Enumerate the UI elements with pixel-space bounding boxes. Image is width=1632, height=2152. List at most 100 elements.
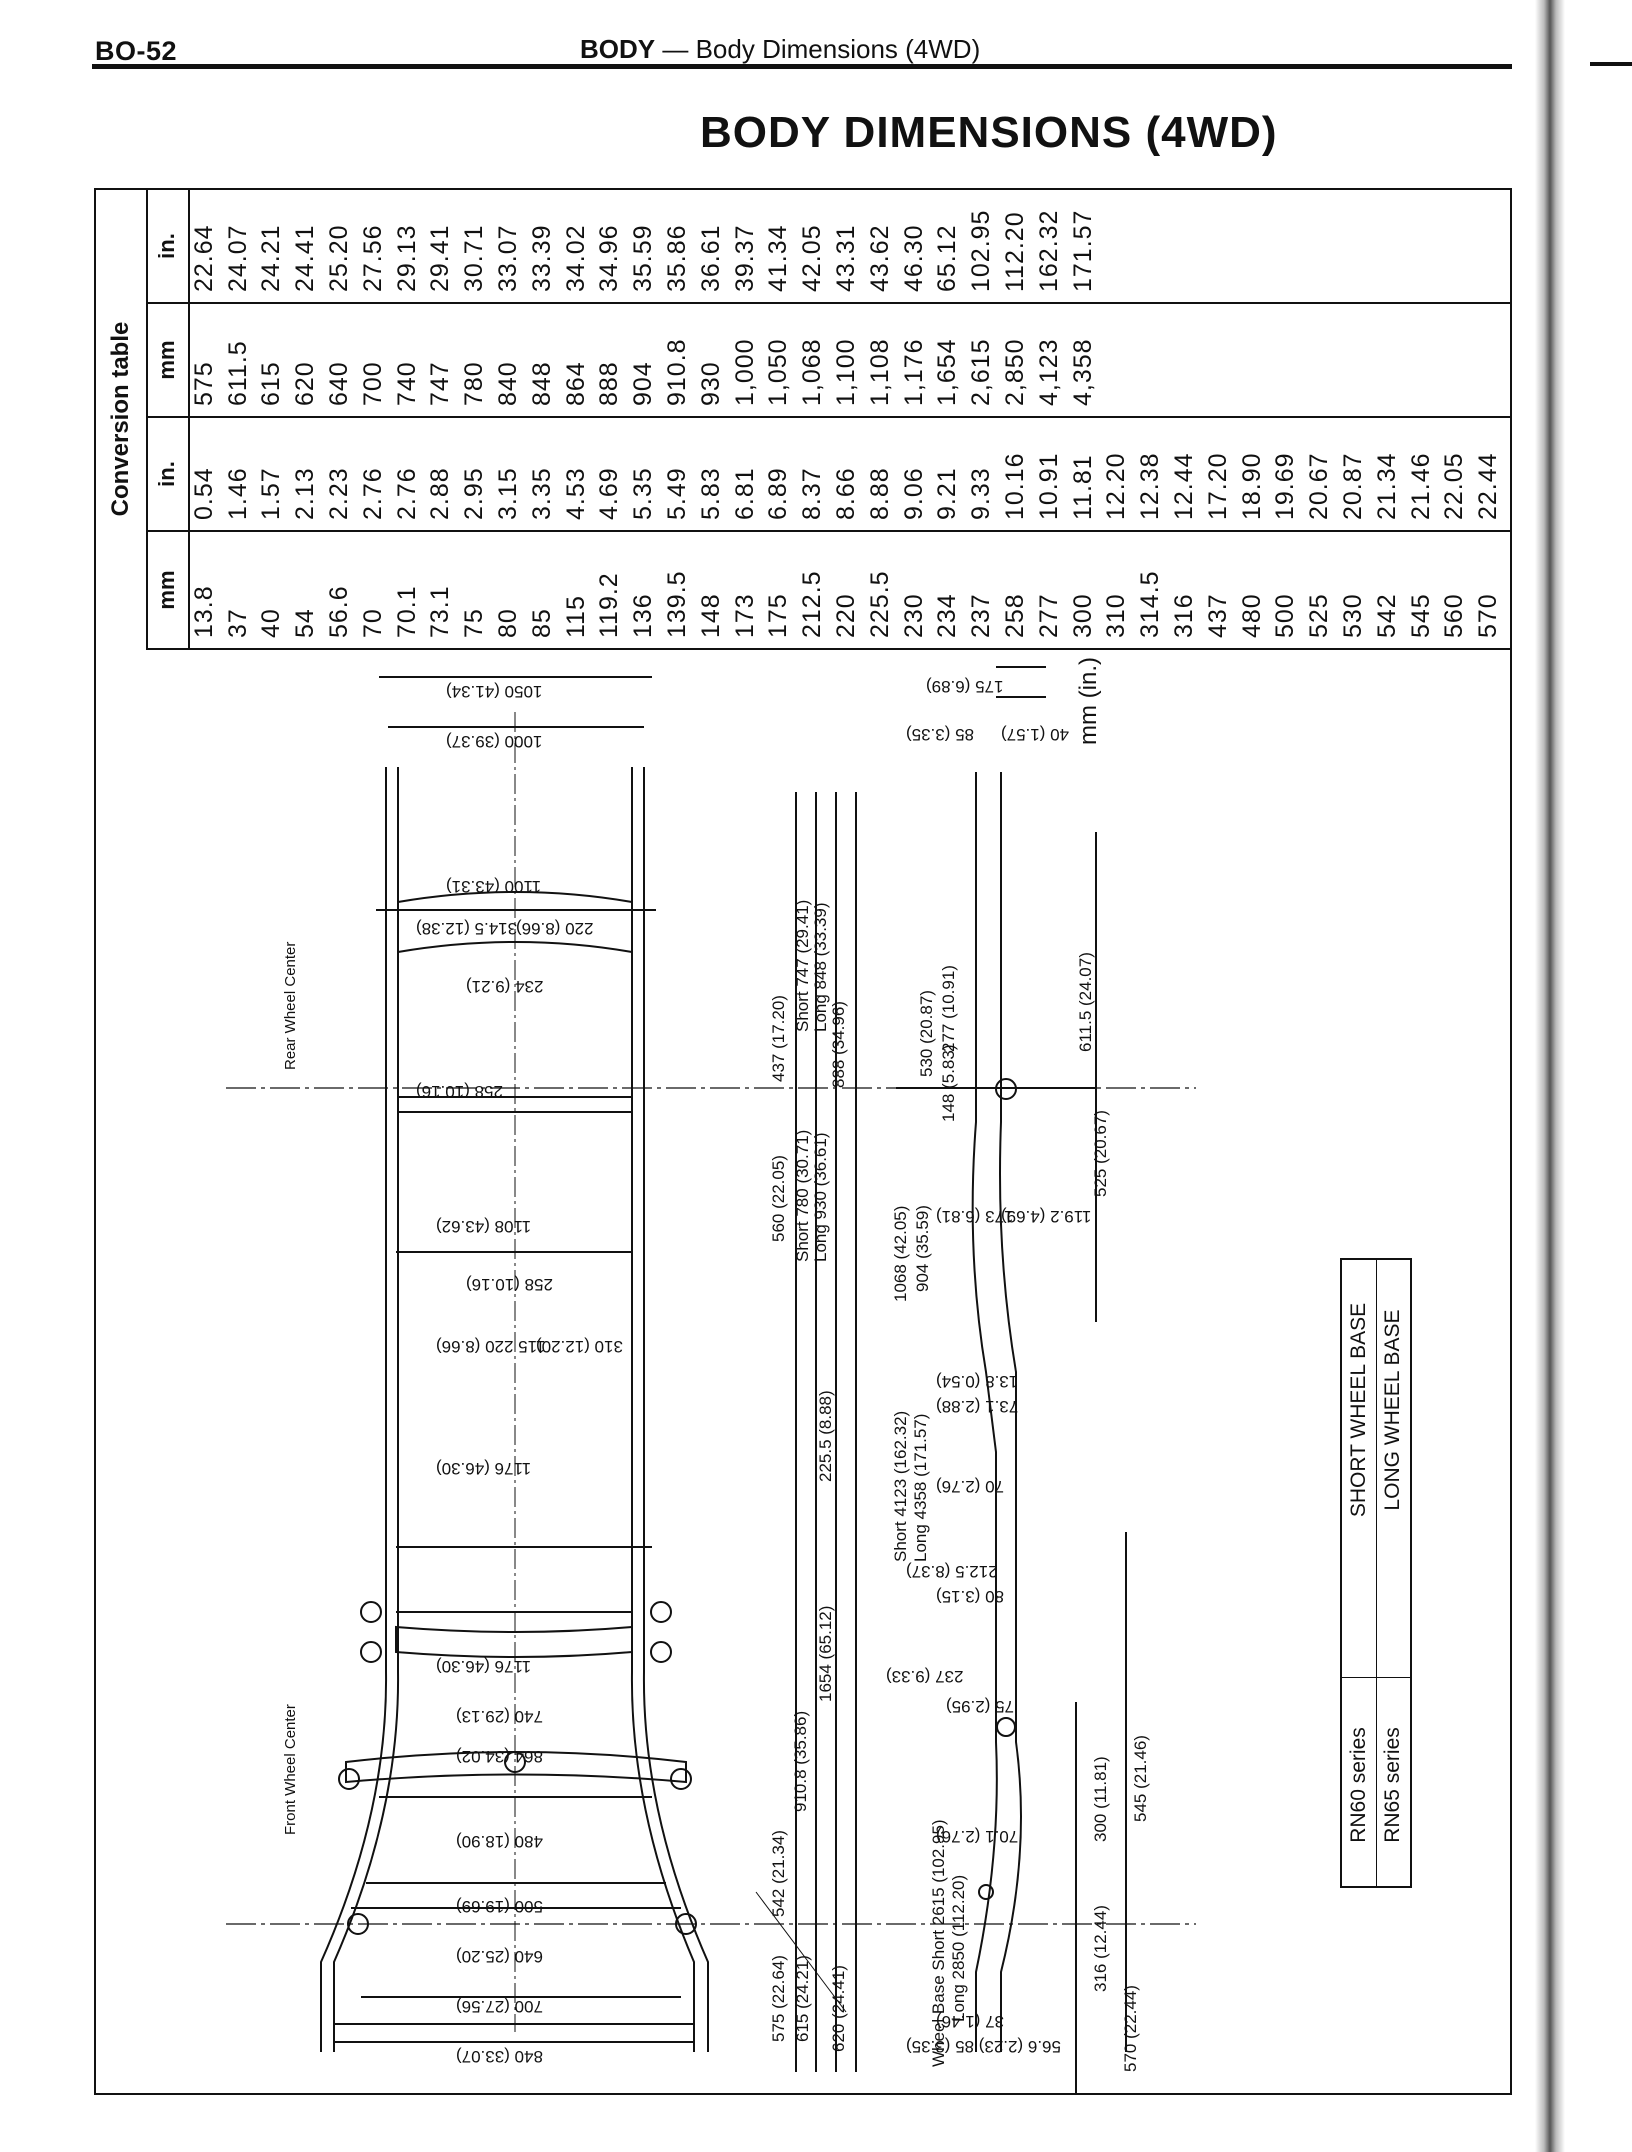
table-cell: 4,358 — [1069, 304, 1107, 416]
dim-label: 1176 (46.30) — [436, 1657, 531, 1676]
table-cell: 80 — [494, 532, 532, 648]
table-cell-value: 6.89 — [764, 467, 793, 520]
dim-label: Long 848 (33.39) — [811, 903, 830, 1033]
dim-label: 620 (24.41) — [829, 1965, 848, 2052]
dim-label: 480 (18.90) — [456, 1832, 543, 1851]
content-frame — [94, 188, 1512, 2095]
table-cell-value: 10.16 — [1001, 452, 1030, 520]
table-cell-value: 4.53 — [561, 467, 590, 520]
front-wheel-center-label: Front Wheel Center — [282, 1704, 299, 1835]
table-cell-value: 35.86 — [663, 224, 692, 292]
table-cell-value: 740 — [392, 361, 421, 406]
table-cell-value: 171.57 — [1068, 209, 1097, 292]
dim-label: 148 (5.83) — [939, 1045, 958, 1123]
page-number: BO-52 — [95, 36, 178, 66]
table-cell-value: 480 — [1237, 593, 1266, 638]
table-cell-value: 22.44 — [1474, 452, 1503, 520]
dim-label: 545 (21.46) — [1131, 1735, 1150, 1822]
table-cell-value: 864 — [561, 361, 590, 406]
table-cell-value: 75 — [460, 608, 489, 638]
dim-label: 70.1 (2.76) — [936, 1827, 1018, 1846]
table-cell-value: 930 — [696, 361, 725, 406]
table-cell: 112.20 — [1001, 190, 1039, 302]
table-cell: 700 — [359, 304, 397, 416]
front-crossmember — [345, 1751, 687, 1784]
table-cell-value: 2.88 — [426, 467, 455, 520]
table-cell-value: 119.2 — [595, 572, 624, 638]
dim-label: Long 2850 (112.20) — [949, 1875, 968, 2022]
table-cell-value: 136 — [629, 593, 658, 638]
table-cell-value: 575 — [189, 361, 218, 406]
table-cell-value: 2.95 — [460, 467, 489, 520]
table-cell-value: 1,176 — [899, 338, 928, 406]
table-cell-value: 37 — [223, 608, 252, 638]
table-cell-value: 4.69 — [595, 467, 624, 520]
table-cell-value: 139.5 — [663, 570, 692, 638]
table-cell-value: 2,850 — [1001, 338, 1030, 406]
table-cell-value: 700 — [358, 361, 387, 406]
table-cell: 162.32 — [1035, 190, 1073, 302]
table-cell-value: 33.39 — [527, 224, 556, 292]
dim-label: 212.5 (8.37) — [906, 1562, 998, 1581]
column-header-mm: mm — [154, 340, 179, 380]
table-cell-value: 70 — [358, 608, 387, 638]
table-cell-value: 848 — [527, 361, 556, 406]
table-cell: 4,123 — [1035, 304, 1073, 416]
table-cell-value: 5.49 — [663, 467, 692, 520]
dim-label: 258 (10.16) — [416, 1082, 503, 1101]
table-cell: 139.5 — [663, 532, 701, 648]
table-cell-value: 12.44 — [1170, 452, 1198, 520]
table-cell-value: 3.35 — [527, 467, 556, 520]
dim-label: 525 (20.67) — [1091, 1110, 1110, 1197]
table-cell-value: 780 — [460, 361, 489, 406]
wheelbase-legend: SHORT WHEEL BASE RN60 series LONG WHEEL … — [1340, 1258, 1412, 1888]
table-cell-value: 277 — [1034, 593, 1063, 638]
table-cell-value: 620 — [291, 361, 320, 406]
legend-series-rn65: RN65 series — [1381, 1727, 1404, 1843]
dim-label: 500 (19.69) — [456, 1897, 543, 1916]
table-cell-value: 10.91 — [1034, 452, 1063, 520]
dim-label: 560 (22.05) — [769, 1155, 788, 1242]
dim-label: 615 (24.21) — [793, 1955, 812, 2042]
header-rule — [92, 64, 1512, 69]
conversion-table-title-cell: Conversion table — [96, 190, 148, 648]
frame-dimensions-diagram: 1050 (41.34) 1000 (39.37) 1100 (43.31) 3… — [96, 652, 1510, 2132]
table-cell: 8.66 — [832, 418, 870, 530]
side-view-rail-bottom — [999, 772, 1022, 2052]
table-cell-value: 542 — [1372, 593, 1401, 638]
table-cell-value: 24.21 — [257, 224, 286, 292]
dim-label: 1050 (41.34) — [446, 682, 542, 701]
table-cell-value: 27.56 — [358, 224, 387, 292]
table-cell-value: 437 — [1203, 593, 1232, 638]
dim-label: 575 (22.64) — [769, 1955, 788, 2042]
table-cell-value: 888 — [595, 361, 624, 406]
table-cell-value: 8.37 — [798, 467, 827, 520]
table-cell-value: 21.34 — [1372, 452, 1401, 520]
table-cell: 437 — [1204, 532, 1242, 648]
table-cell-value: 112.20 — [1001, 211, 1030, 292]
table-cell: 316 — [1170, 532, 1208, 648]
table-cell-value: 173 — [730, 593, 759, 638]
table-cell: 21.34 — [1373, 418, 1411, 530]
dim-label: 115 220 (8.66) — [436, 1337, 545, 1356]
dim-label: 640 (25.20) — [456, 1947, 543, 1966]
table-cell-value: 2.23 — [325, 467, 354, 520]
table-cell-value: 35.59 — [629, 224, 658, 292]
dim-label: 1068 (42.05) — [891, 1206, 910, 1302]
table-cell-value: 39.37 — [730, 224, 759, 292]
table-cell-value: 102.95 — [967, 209, 996, 292]
table-cell-value: 220 — [832, 593, 861, 638]
table-cell-value: 80 — [494, 608, 523, 638]
table-cell: 70 — [359, 532, 397, 648]
table-cell-value: 314.5 — [1136, 570, 1165, 638]
table-cell-value: 85 — [527, 608, 556, 638]
dim-label: 13.8 (0.54) — [936, 1372, 1018, 1391]
table-cell-value: 4,358 — [1068, 338, 1097, 406]
table-cell-value: 1,050 — [764, 338, 793, 406]
legend-series-rn60: RN60 series — [1347, 1727, 1370, 1843]
table-cell-value: 1,100 — [832, 338, 861, 406]
dim-label: 1654 (65.12) — [816, 1606, 835, 1702]
dim-label: 316 (12.44) — [1091, 1905, 1110, 1992]
table-cell-value: 212.5 — [798, 570, 827, 638]
dim-label: Short 747 (29.41) — [793, 900, 812, 1032]
